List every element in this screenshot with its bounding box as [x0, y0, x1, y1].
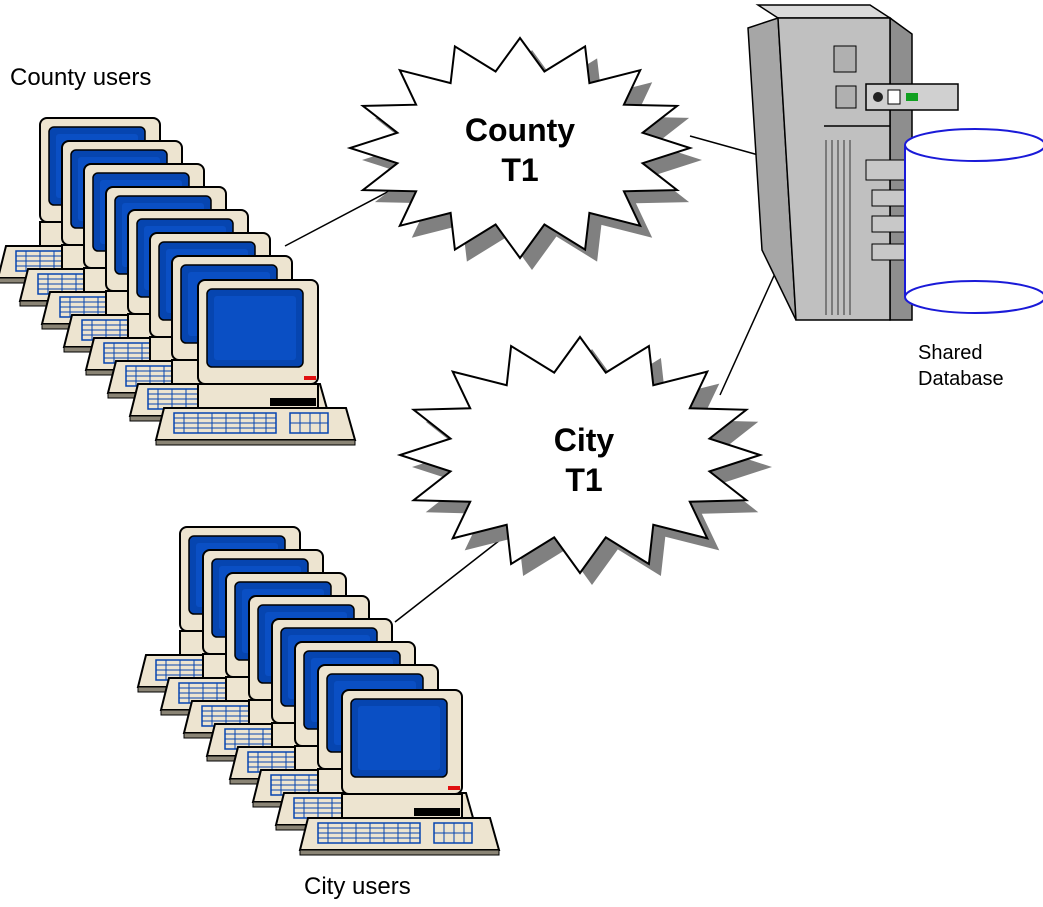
- county-t1-label: County T1: [460, 110, 580, 190]
- city-t1-line2: T1: [565, 462, 603, 498]
- link-county-users-to-county-t1: [284, 187, 396, 247]
- city-t1-cloud: [396, 335, 772, 585]
- county-workstations: [0, 117, 356, 446]
- county-t1-line1: County: [464, 112, 576, 148]
- link-city-users-to-city-t1: [394, 539, 501, 623]
- shared-database-line2: Database: [918, 368, 1004, 390]
- connection-lines: [284, 135, 783, 623]
- database-cylinder-icon: [904, 128, 1043, 314]
- link-city-t1-to-server: [719, 257, 783, 396]
- city-t1-line1: City: [553, 422, 615, 458]
- city-t1-label: City T1: [524, 420, 644, 500]
- county-t1-cloud: [346, 36, 702, 270]
- city-workstations: [137, 526, 500, 856]
- shared-database-line1: Shared: [918, 342, 983, 364]
- link-county-t1-to-server: [689, 135, 763, 157]
- server-tower-icon: [747, 4, 959, 321]
- county-t1-line2: T1: [501, 152, 539, 188]
- city-users-label: City users: [304, 873, 411, 900]
- county-users-label: County users: [10, 64, 152, 91]
- shared-database-label: Shared Database: [918, 340, 1004, 392]
